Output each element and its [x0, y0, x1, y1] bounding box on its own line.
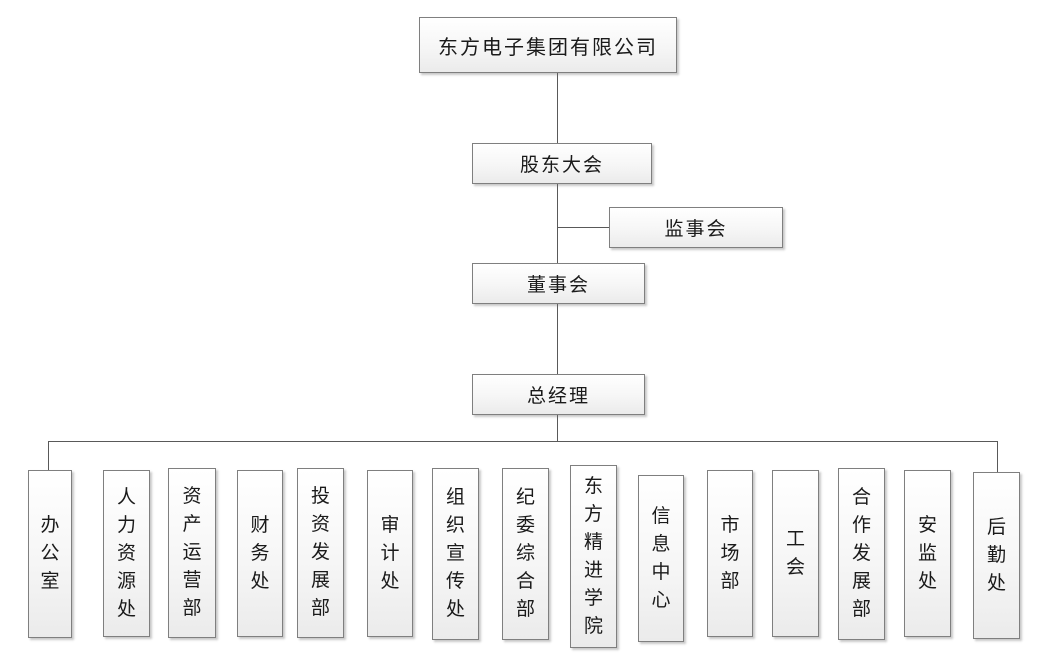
connector-board-to-gm — [557, 304, 558, 375]
dept-box-information-center-label: 信息中心 — [651, 505, 671, 611]
dept-box-marketing: 市场部 — [707, 470, 753, 637]
dept-box-finance-label: 财务处 — [250, 514, 270, 592]
dept-box-finance: 财务处 — [237, 470, 283, 637]
dept-box-investment-development-label: 投资发展部 — [310, 486, 330, 619]
dept-box-logistics: 后勤处 — [973, 472, 1020, 639]
dept-box-safety-supervision: 安监处 — [904, 470, 951, 637]
dept-box-cooperation-development: 合作发展部 — [838, 468, 885, 640]
connector-gm-to-bus — [557, 415, 558, 442]
org-box-root-label: 东方电子集团有限公司 — [438, 36, 658, 59]
org-box-general-manager-label: 总经理 — [526, 386, 590, 407]
dept-box-dongfang-jingjin-academy: 东方精进学院 — [570, 465, 617, 648]
org-box-shareholders-meeting: 股东大会 — [472, 143, 652, 184]
dept-box-cooperation-development-label: 合作发展部 — [851, 487, 871, 620]
org-box-board-of-directors: 董事会 — [472, 263, 645, 304]
connector-root-to-shareholders — [557, 73, 558, 143]
dept-box-human-resources: 人力资源处 — [103, 470, 150, 637]
dept-box-organization-publicity: 组织宣传处 — [432, 468, 479, 640]
connector-bus-left-drop — [48, 441, 49, 471]
dept-box-discipline-inspection: 纪委综合部 — [502, 468, 549, 640]
org-box-supervisory-board-label: 监事会 — [664, 219, 728, 240]
dept-box-dongfang-jingjin-academy-label: 东方精进学院 — [583, 475, 603, 637]
dept-box-audit: 审计处 — [367, 470, 413, 637]
connector-branch-supervisory — [557, 227, 610, 228]
dept-box-office-label: 办公室 — [40, 515, 60, 592]
connector-departments-bus — [48, 441, 998, 442]
org-box-root: 东方电子集团有限公司 — [419, 17, 677, 73]
dept-box-audit-label: 审计处 — [380, 514, 400, 592]
org-box-supervisory-board: 监事会 — [609, 207, 783, 248]
dept-box-information-center: 信息中心 — [638, 475, 684, 642]
dept-box-discipline-inspection-label: 纪委综合部 — [515, 487, 535, 620]
dept-box-asset-operations-label: 资产运营部 — [182, 486, 202, 619]
dept-box-human-resources-label: 人力资源处 — [116, 486, 136, 620]
org-box-board-of-directors-label: 董事会 — [526, 275, 590, 296]
dept-box-labor-union: 工会 — [772, 470, 819, 637]
org-box-general-manager: 总经理 — [472, 374, 645, 415]
connector-bus-right-drop — [997, 441, 998, 473]
dept-box-asset-operations: 资产运营部 — [168, 468, 216, 638]
dept-box-logistics-label: 后勤处 — [986, 516, 1006, 594]
connector-shareholders-to-board — [557, 183, 558, 264]
dept-box-labor-union-label: 工会 — [785, 528, 805, 578]
dept-box-investment-development: 投资发展部 — [297, 468, 344, 638]
dept-box-office: 办公室 — [28, 470, 72, 638]
dept-box-safety-supervision-label: 安监处 — [917, 514, 937, 592]
org-box-shareholders-meeting-label: 股东大会 — [519, 155, 604, 176]
dept-box-organization-publicity-label: 组织宣传处 — [445, 487, 465, 620]
dept-box-marketing-label: 市场部 — [720, 514, 740, 592]
